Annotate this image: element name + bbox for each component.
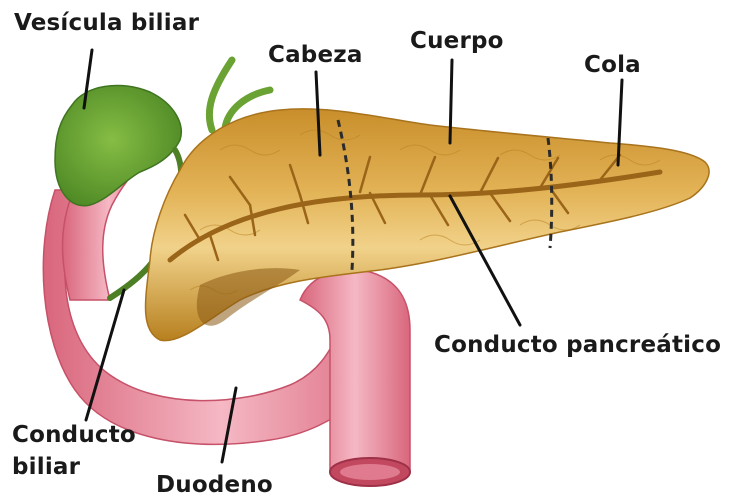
- gallbladder-shape: [55, 86, 181, 206]
- label-pancreatic-duct: Conducto pancreático: [434, 330, 721, 360]
- label-gallbladder: Vesícula biliar: [14, 8, 199, 38]
- leader-body: [450, 60, 452, 143]
- label-bile-duct-line1: Conducto: [12, 420, 136, 450]
- label-tail: Cola: [584, 50, 641, 80]
- duodenum-opening-inner: [340, 464, 400, 480]
- label-duodenum: Duodeno: [156, 470, 273, 500]
- label-head: Cabeza: [268, 40, 363, 70]
- label-bile-duct-line2: biliar: [12, 452, 80, 482]
- label-body: Cuerpo: [410, 26, 504, 56]
